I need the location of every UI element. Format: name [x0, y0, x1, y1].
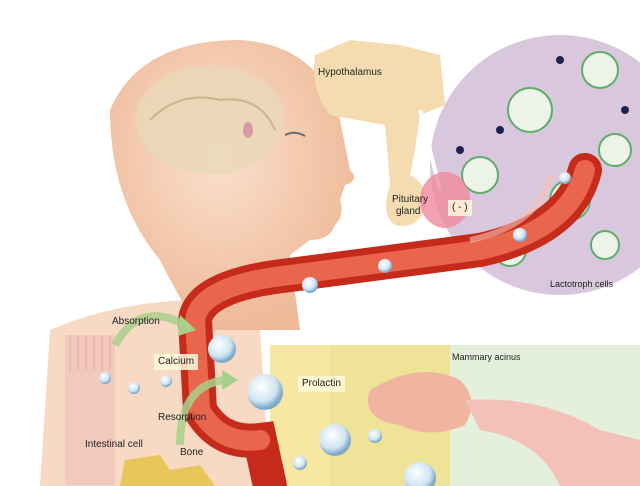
bone-tissue	[120, 455, 215, 486]
resorption-arrow	[176, 376, 226, 446]
label-calcium: Calcium	[154, 354, 199, 370]
mammary-duct	[465, 399, 640, 486]
label-intestinal-cell: Intestinal cell	[85, 439, 143, 450]
mammary-acinus	[368, 372, 472, 433]
lactotroph-cells	[430, 35, 640, 295]
label-mammary-acinus: Mammary acinus	[452, 352, 521, 362]
pituitary-small	[243, 122, 253, 138]
prolactin-molecules	[99, 172, 571, 486]
label-resorption: Resorption	[158, 412, 207, 423]
absorption-arrow	[111, 312, 187, 348]
intestinal-cells	[65, 335, 115, 485]
label-bone: Bone	[180, 447, 204, 458]
label-pituitary-line1: Pituitary	[392, 194, 429, 205]
label-inhibition: ( - )	[448, 200, 472, 216]
label-pituitary-line2: gland	[396, 206, 421, 217]
eye	[284, 131, 306, 137]
label-prolactin: Prolactin	[298, 376, 345, 392]
hypothalamus-pituitary	[314, 40, 445, 226]
label-absorption: Absorption	[112, 316, 160, 327]
label-hypothalamus: Hypothalamus	[318, 67, 382, 78]
label-lactotroph-cells: Lactotroph cells	[550, 279, 614, 289]
brain	[135, 65, 285, 175]
